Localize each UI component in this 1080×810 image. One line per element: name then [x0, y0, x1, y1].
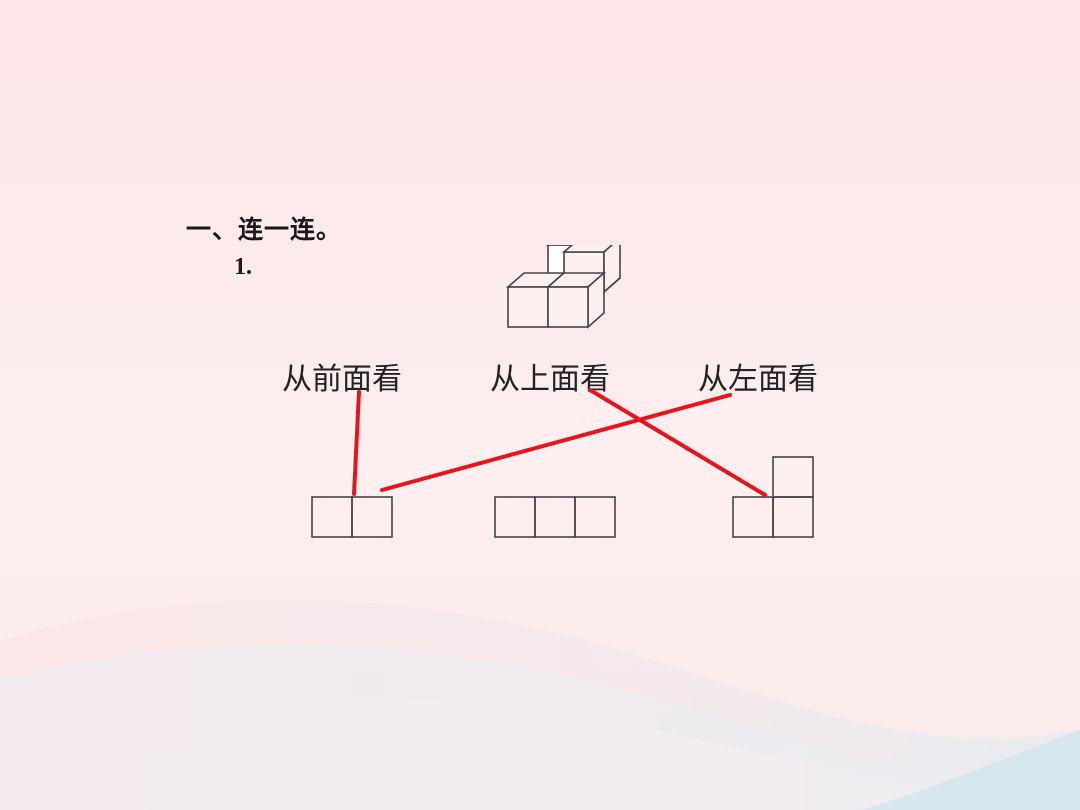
answer-line-left: [380, 393, 732, 492]
label-left-view: 从左面看: [698, 362, 818, 397]
view-two-squares: [311, 496, 393, 538]
view-l-shape: [732, 456, 814, 538]
view-three-squares: [494, 496, 616, 538]
cube-figure: [505, 245, 621, 329]
section-title: 一、连一连。: [186, 215, 343, 244]
question-number: 1.: [234, 254, 252, 280]
label-front-view: 从前面看: [282, 362, 402, 397]
answer-line-front: [352, 390, 361, 496]
answer-line-top: [588, 388, 767, 497]
